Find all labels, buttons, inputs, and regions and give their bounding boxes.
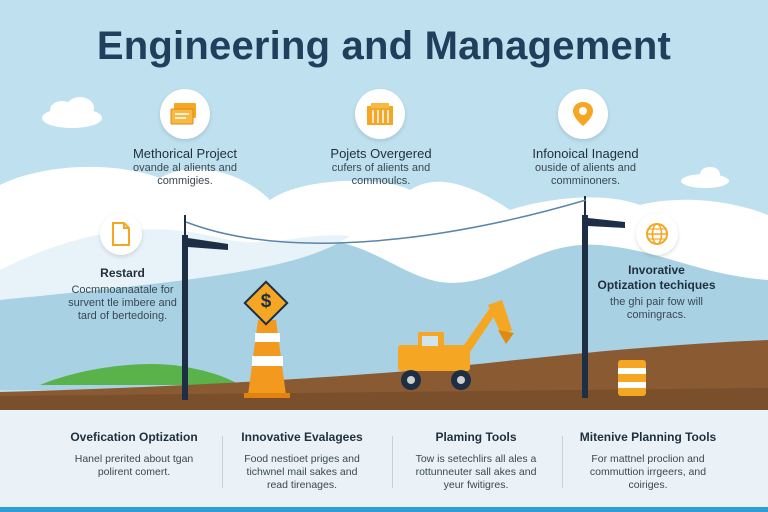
excavator (398, 300, 514, 390)
left-lamp-pole (182, 215, 228, 400)
side-left-title: Restard (100, 266, 145, 280)
top-card-3-subtitle: ouside of alients and comminoners. (535, 162, 636, 187)
dollar-symbol: $ (260, 291, 272, 312)
top-card-3-title: Infonoical Inagend (532, 146, 639, 161)
top-card-2: Pojets Overgered cufers of alients and c… (296, 146, 466, 188)
document-icon (100, 213, 142, 255)
right-lamp-pole (582, 196, 625, 398)
footer: Ovefication Optization Hanel prerited ab… (0, 410, 768, 512)
side-right-title: Invorative Optization techiques (597, 263, 716, 292)
side-right-subtitle: the ghi pair fow will comingracs. (610, 296, 703, 321)
footer-col-4-subtitle: For mattnel proclion and commuttion irrg… (589, 453, 707, 491)
buildings-icon (355, 89, 405, 139)
footer-col-3-subtitle: Tow is setechlirs all ales a rottunneute… (415, 453, 537, 491)
top-card-1-title: Methorical Project (132, 146, 238, 161)
side-left-subtitle: Cocmmoanaatale for survent tle imbere an… (68, 284, 177, 322)
location-pin-icon (558, 89, 608, 139)
footer-accent-bar (0, 507, 768, 512)
side-right-card: Invorative Optization techiques the ghi … (584, 263, 729, 322)
footer-divider-2 (392, 436, 393, 488)
footer-col-4: Mitenive Planning Tools For mattnel proc… (553, 430, 743, 492)
footer-col-3: Plaming Tools Tow is setechlirs all ales… (386, 430, 566, 492)
footer-divider-3 (562, 436, 563, 488)
footer-col-2: Innovative Evalagees Food nestioet prige… (212, 430, 392, 492)
footer-col-2-title: Innovative Evalagees (241, 430, 363, 444)
dollar-sign-board (243, 280, 289, 326)
globe-icon (636, 213, 678, 255)
footer-col-1: Ovefication Optization Hanel prerited ab… (44, 430, 224, 479)
top-card-2-subtitle: cufers of alients and commoulcs. (331, 162, 431, 187)
top-card-1-subtitle: ovande al alients and commigies. (133, 162, 237, 187)
top-card-2-title: Pojets Overgered (330, 146, 432, 161)
footer-col-3-title: Plaming Tools (435, 430, 517, 444)
traffic-cone (244, 320, 290, 398)
footer-col-1-title: Ovefication Optization (70, 430, 198, 444)
footer-divider-1 (222, 436, 223, 488)
safety-barrel (618, 360, 646, 396)
top-card-1: Methorical Project ovande al alients and… (100, 146, 270, 188)
documents-icon (160, 89, 210, 139)
footer-col-1-subtitle: Hanel prerited about tgan polirent comer… (74, 453, 194, 478)
footer-col-2-subtitle: Food nestioet priges and tichwnel mail s… (244, 453, 360, 491)
footer-col-4-title: Mitenive Planning Tools (579, 430, 717, 444)
page-title: Engineering and Management (96, 24, 672, 68)
power-wire (185, 199, 587, 244)
side-left-card: Restard Cocmmoanaatale for survent tle i… (55, 266, 190, 323)
top-card-3: Infonoical Inagend ouside of alients and… (498, 146, 673, 188)
